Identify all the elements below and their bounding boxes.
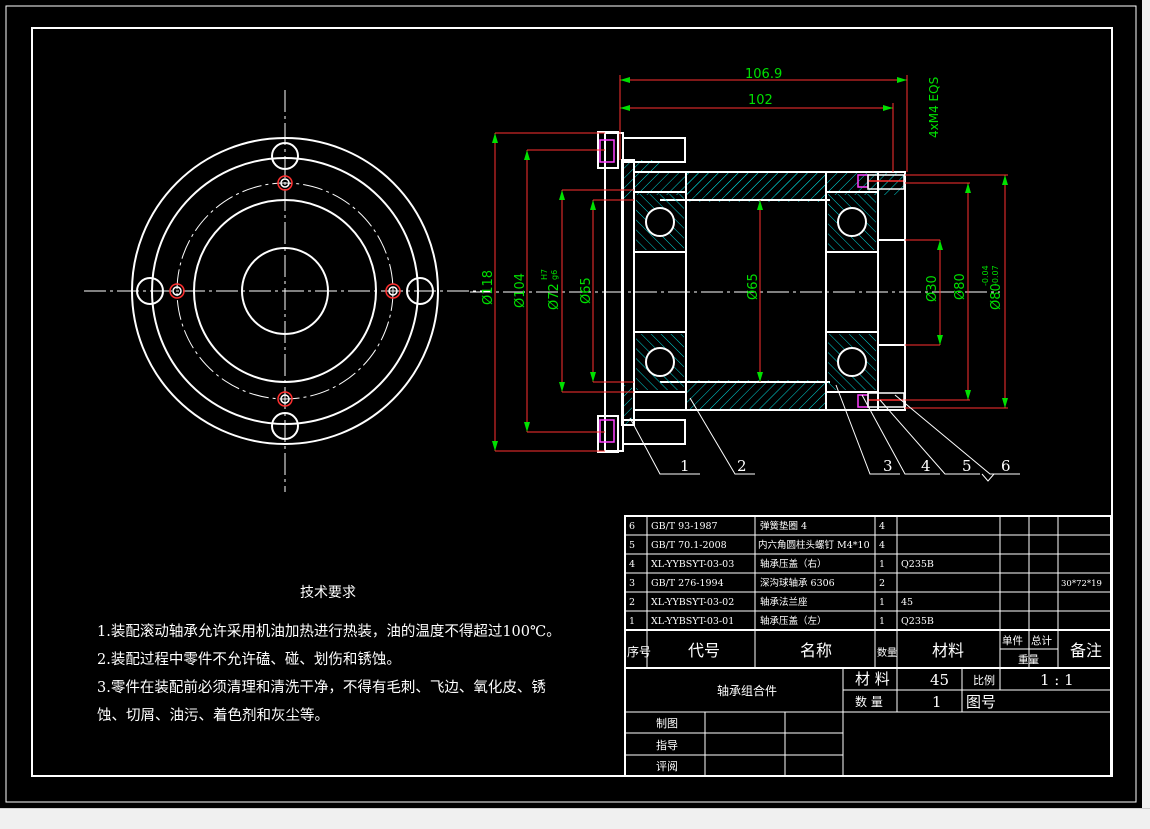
dim-d80-toleranced: Ø80 <box>989 283 1004 310</box>
bom-grid <box>624 515 1112 669</box>
title-drawn-label: 制图 <box>656 717 678 730</box>
bom-row-6-no: 6 <box>629 521 635 532</box>
tech-title: 技术要求 <box>300 585 356 601</box>
bom-row-1-no: 1 <box>629 616 635 627</box>
dim-d104: Ø104 <box>513 273 528 308</box>
bom-row-2-name: 轴承法兰座 <box>760 596 808 608</box>
bom-row-3-name: 深沟球轴承 6306 <box>760 577 835 589</box>
bom-row-1-name: 轴承压盖（左） <box>760 615 827 627</box>
bom-row-2: 2 XL-YYBSYT-03-02 轴承法兰座 1 45 <box>629 596 913 608</box>
dim-d30: Ø30 <box>925 275 940 302</box>
assembly-drawing: 106.9 102 4xM4 EQS Ø118 Ø104 Ø72 H7 g6 Ø… <box>5 5 1137 803</box>
bom-rows: 6 GB/T 93-1987 弹簧垫圈 4 4 5 GB/T 70.1-2008… <box>629 520 1102 627</box>
bom-row-2-code: XL-YYBSYT-03-02 <box>651 597 734 608</box>
inner-border <box>31 27 1113 777</box>
balloon-3: 3 <box>883 457 893 475</box>
bom-row-2-no: 2 <box>629 597 635 608</box>
bom-row-3-no: 3 <box>629 578 635 589</box>
part-leaders <box>629 384 1020 482</box>
bom-row-1-code: XL-YYBSYT-03-01 <box>651 616 734 627</box>
title-scale: 1 : 1 <box>1040 671 1074 689</box>
bom-row-3-note: 30*72*19 <box>1061 579 1102 589</box>
balloon-5: 5 <box>962 457 972 475</box>
bom-row-6-name: 弹簧垫圈 4 <box>760 520 807 532</box>
dim-d80-tol-top: -0.04 <box>981 265 990 286</box>
title-block-grid <box>624 667 1112 777</box>
bom-row-1: 1 XL-YYBSYT-03-01 轴承压盖（左） 1 Q235B <box>629 615 934 627</box>
bom-row-5-qty: 4 <box>879 540 885 551</box>
bom-row-6: 6 GB/T 93-1987 弹簧垫圈 4 4 <box>629 520 885 532</box>
bom-header-code: 代号 <box>688 641 720 660</box>
tech-item-3-cont: 蚀、切屑、油污、着色剂和灰尘等。 <box>97 706 329 724</box>
dim-d65-center: Ø65 <box>746 273 761 300</box>
dim-d72: Ø72 <box>547 283 562 310</box>
dim-thread-note: 4xM4 EQS <box>927 77 941 138</box>
title-review-label: 评阅 <box>656 760 678 773</box>
balloon-1: 1 <box>680 457 690 475</box>
dim-inner-length: 102 <box>748 93 773 108</box>
dim-d65-left: Ø65 <box>579 277 594 304</box>
dim-d118: Ø118 <box>481 270 496 305</box>
bom-header-note: 备注 <box>1070 641 1102 660</box>
dimension-lines <box>494 75 1008 452</box>
bom-header-name: 名称 <box>800 641 832 660</box>
title-block-name: 轴承组合件 <box>717 683 777 698</box>
tech-item-3: 3.零件在装配前必须清理和清洗干净，不得有毛刺、飞边、氧化皮、锈 <box>97 679 546 696</box>
balloon-4: 4 <box>921 457 931 475</box>
front-view <box>84 90 490 492</box>
bom-header-unit: 单件 <box>1002 635 1023 647</box>
bom-row-5-code: GB/T 70.1-2008 <box>651 540 727 551</box>
balloon-6: 6 <box>1001 457 1011 475</box>
bom-row-3-code: GB/T 276-1994 <box>651 578 724 589</box>
title-material: 45 <box>930 671 949 689</box>
bom-header-qty: 数量 <box>877 646 897 659</box>
title-material-label: 材 料 <box>855 670 890 688</box>
dim-d80: Ø80 <box>953 273 968 300</box>
title-count: 1 <box>932 693 942 711</box>
horizontal-scrollbar[interactable] <box>0 808 1150 829</box>
tech-item-2: 2.装配过程中零件不允许磕、碰、划伤和锈蚀。 <box>97 651 401 668</box>
bom-row-4: 4 XL-YYBSYT-03-03 轴承压盖（右） 1 Q235B <box>629 558 934 570</box>
bom-row-6-code: GB/T 93-1987 <box>651 521 718 532</box>
title-drawing-no-label: 图号 <box>966 693 996 711</box>
bom-row-4-no: 4 <box>629 559 635 570</box>
bom-row-5-no: 5 <box>629 540 635 551</box>
bom-row-4-qty: 1 <box>879 559 885 570</box>
bom-header: 序号 代号 名称 数量 材料 单件 总计 重量 备注 <box>627 634 1102 666</box>
bom-row-4-code: XL-YYBSYT-03-03 <box>651 559 734 570</box>
bom-row-5-name: 内六角圆柱头螺钉 M4*10 <box>758 539 870 551</box>
dim-d72-fit-bottom: g6 <box>550 270 559 280</box>
vertical-scrollbar[interactable] <box>1142 0 1150 808</box>
dim-overall-length: 106.9 <box>745 67 782 82</box>
title-guided-label: 指导 <box>656 738 678 752</box>
bom-row-1-mat: Q235B <box>901 616 934 627</box>
bom-row-3-qty: 2 <box>879 578 885 589</box>
bom-row-2-qty: 1 <box>879 597 885 608</box>
bom-header-mat: 材料 <box>932 641 964 660</box>
section-view <box>470 131 1000 453</box>
bom-row-4-name: 轴承压盖（右） <box>760 558 827 570</box>
bom-row-6-qty: 4 <box>879 521 885 532</box>
bom-row-4-mat: Q235B <box>901 559 934 570</box>
title-scale-label: 比例 <box>973 673 995 687</box>
tech-item-1: 1.装配滚动轴承允许采用机油加热进行热装，油的温度不得超过100℃。 <box>97 623 561 640</box>
bom-row-1-qty: 1 <box>879 616 885 627</box>
bom-header-total: 总计 <box>1031 634 1053 647</box>
bom-row-3: 3 GB/T 276-1994 深沟球轴承 6306 2 30*72*19 <box>629 577 1102 589</box>
bom-header-no: 序号 <box>627 644 651 659</box>
bom-header-weight: 重量 <box>1018 653 1040 666</box>
dimension-arrows <box>492 77 1008 451</box>
title-count-label: 数 量 <box>855 694 883 709</box>
bom-row-5: 5 GB/T 70.1-2008 内六角圆柱头螺钉 M4*10 4 <box>629 539 885 551</box>
outer-border <box>5 5 1137 803</box>
dim-d72-fit-top: H7 <box>540 269 549 280</box>
dim-d80-tol-bottom: -0.07 <box>991 265 1000 286</box>
balloon-2: 2 <box>737 457 747 475</box>
bom-row-2-mat: 45 <box>901 597 913 608</box>
cad-canvas[interactable]: 106.9 102 4xM4 EQS Ø118 Ø104 Ø72 H7 g6 Ø… <box>0 0 1142 808</box>
